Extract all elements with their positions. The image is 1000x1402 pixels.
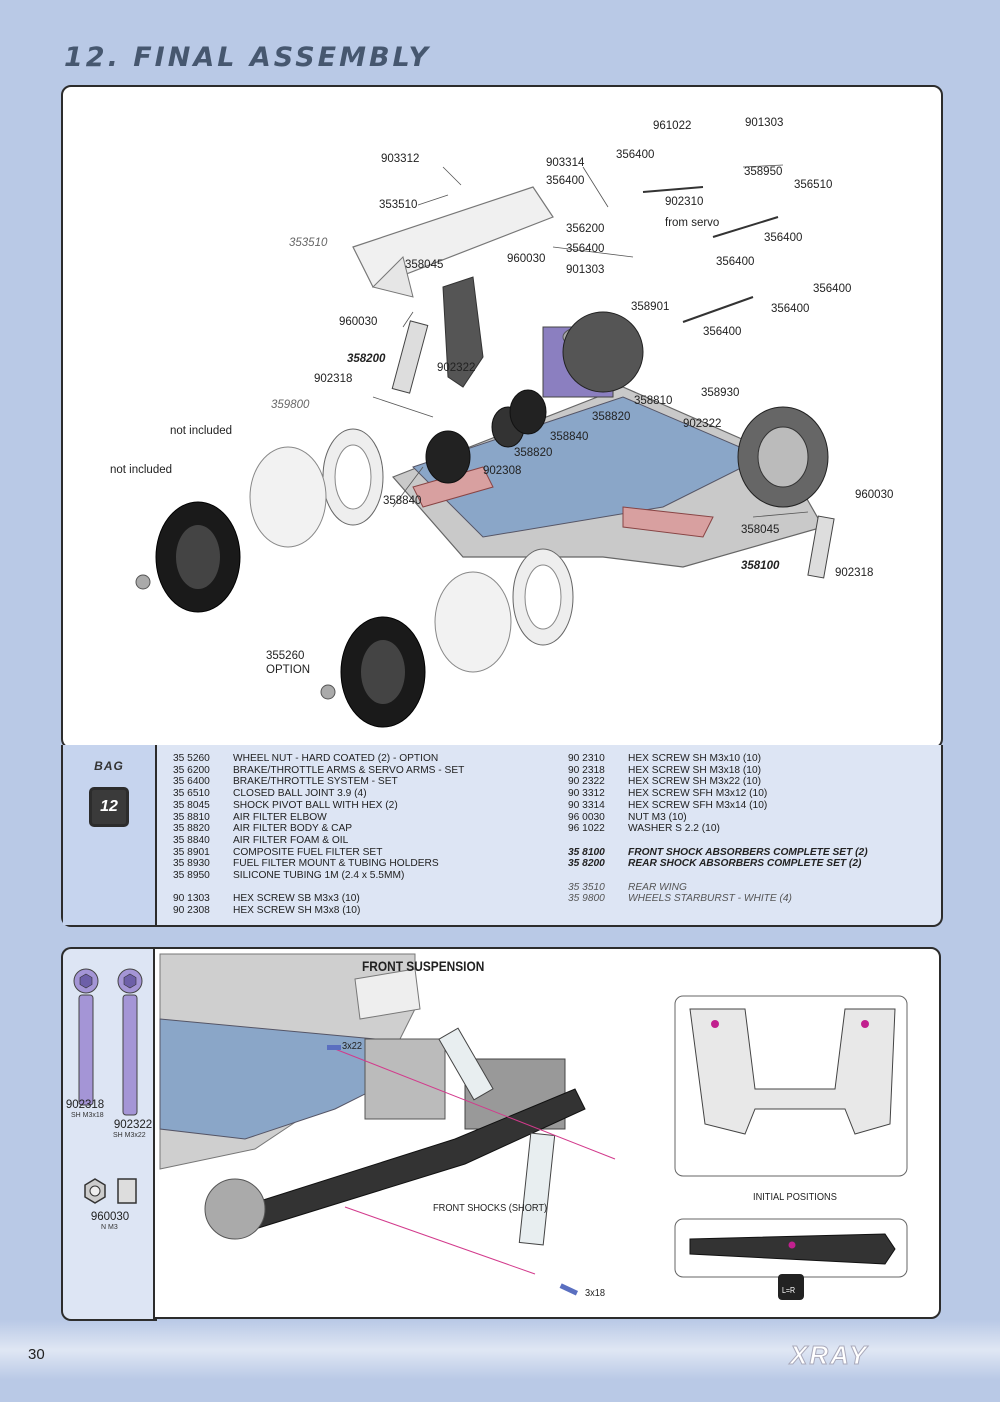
callout-902322: 902322 [437, 362, 476, 374]
callout-358820: 358820 [514, 447, 553, 459]
front-suspension-panel: FRONT SUSPENSION 3x22 FRONT SHOCKS (SHOR… [153, 947, 941, 1319]
exploded-diagram-panel: 961022 901303 903312 903314 356400 35895… [61, 85, 943, 749]
callout-960030: 960030 [507, 253, 546, 265]
page-number: 30 [28, 1346, 45, 1363]
callout-358045: 358045 [741, 524, 780, 536]
hardware-902322-label: 902322 [113, 1119, 153, 1131]
callout-353510: 353510 [379, 199, 418, 211]
callout-358045: 358045 [405, 259, 444, 271]
callout-356400: 356400 [546, 175, 585, 187]
hardware-illustrations [73, 968, 143, 1204]
callout-902308: 902308 [483, 465, 522, 477]
callout-902310: 902310 [665, 196, 704, 208]
callout-356400: 356400 [771, 303, 810, 315]
callout-903312: 903312 [381, 153, 420, 165]
callout-356400: 356400 [716, 256, 755, 268]
callout-358901: 358901 [631, 301, 670, 313]
callout-356400: 356400 [616, 149, 655, 161]
screw-3x22-label: 3x22 [342, 1040, 363, 1052]
callout-from-servo: from servo [665, 217, 720, 229]
callout-not-included: not included [170, 425, 233, 437]
callout-356400: 356400 [764, 232, 803, 244]
callout-902322: 902322 [683, 418, 722, 430]
callout-961022: 961022 [653, 120, 692, 132]
callout-359800: 359800 [271, 399, 310, 411]
callout-356400: 356400 [703, 326, 742, 338]
front-suspension-title: FRONT SUSPENSION [362, 958, 485, 974]
front-shocks-label: FRONT SHOCKS (SHORT) [433, 1202, 548, 1214]
brand-logo: XRAY [789, 1340, 869, 1371]
hardware-902318-sub: SH M3x18 [71, 1112, 104, 1119]
callout-358950: 358950 [744, 166, 783, 178]
hardware-column: 902318 SH M3x18 902322 SH M3x22 960030 N… [61, 947, 157, 1321]
bag-number-badge: 12 [89, 787, 129, 827]
callout-903314: 903314 [546, 157, 585, 169]
callout-356400: 356400 [566, 243, 605, 255]
callout-356200: 356200 [566, 223, 605, 235]
callout-358840: 358840 [383, 495, 422, 507]
callout-358840: 358840 [550, 431, 589, 443]
front-suspension-diagram [159, 953, 908, 1300]
hardware-960030-sub: N M3 [101, 1224, 118, 1231]
callout-358820: 358820 [592, 411, 631, 423]
screw-3x18-label: 3x18 [585, 1287, 606, 1299]
bag-column: BAG 12 [63, 745, 157, 925]
callout-901303: 901303 [566, 264, 605, 276]
callout-356400: 356400 [813, 283, 852, 295]
callout-353510-italic: 353510 [289, 237, 328, 249]
callout-901303: 901303 [745, 117, 784, 129]
bag-label: BAG [94, 759, 124, 773]
callout-358100: 358100 [741, 560, 780, 572]
page-title: 12. FINAL ASSEMBLY [64, 42, 432, 73]
callout-358810: 358810 [634, 395, 673, 407]
hardware-902322-sub: SH M3x22 [113, 1132, 146, 1139]
hardware-960030-label: 960030 [90, 1211, 130, 1223]
callout-355260: 355260 [266, 650, 305, 662]
callout-358930: 358930 [701, 387, 740, 399]
exploded-diagram [135, 164, 835, 728]
hardware-902318-label: 902318 [65, 1099, 105, 1111]
callout-356510: 356510 [794, 179, 833, 191]
callout-902318: 902318 [314, 373, 353, 385]
initial-positions-label: INITIAL POSITIONS [753, 1191, 837, 1203]
callout-902318: 902318 [835, 567, 874, 579]
lr-badge: L=R [782, 1286, 796, 1295]
callout-option: OPTION [266, 664, 311, 676]
callout-960030: 960030 [855, 489, 894, 501]
callout-960030: 960030 [339, 316, 378, 328]
callout-358200: 358200 [347, 353, 386, 365]
callout-not-included: not included [110, 464, 173, 476]
footer-swoosh [0, 1320, 1000, 1380]
